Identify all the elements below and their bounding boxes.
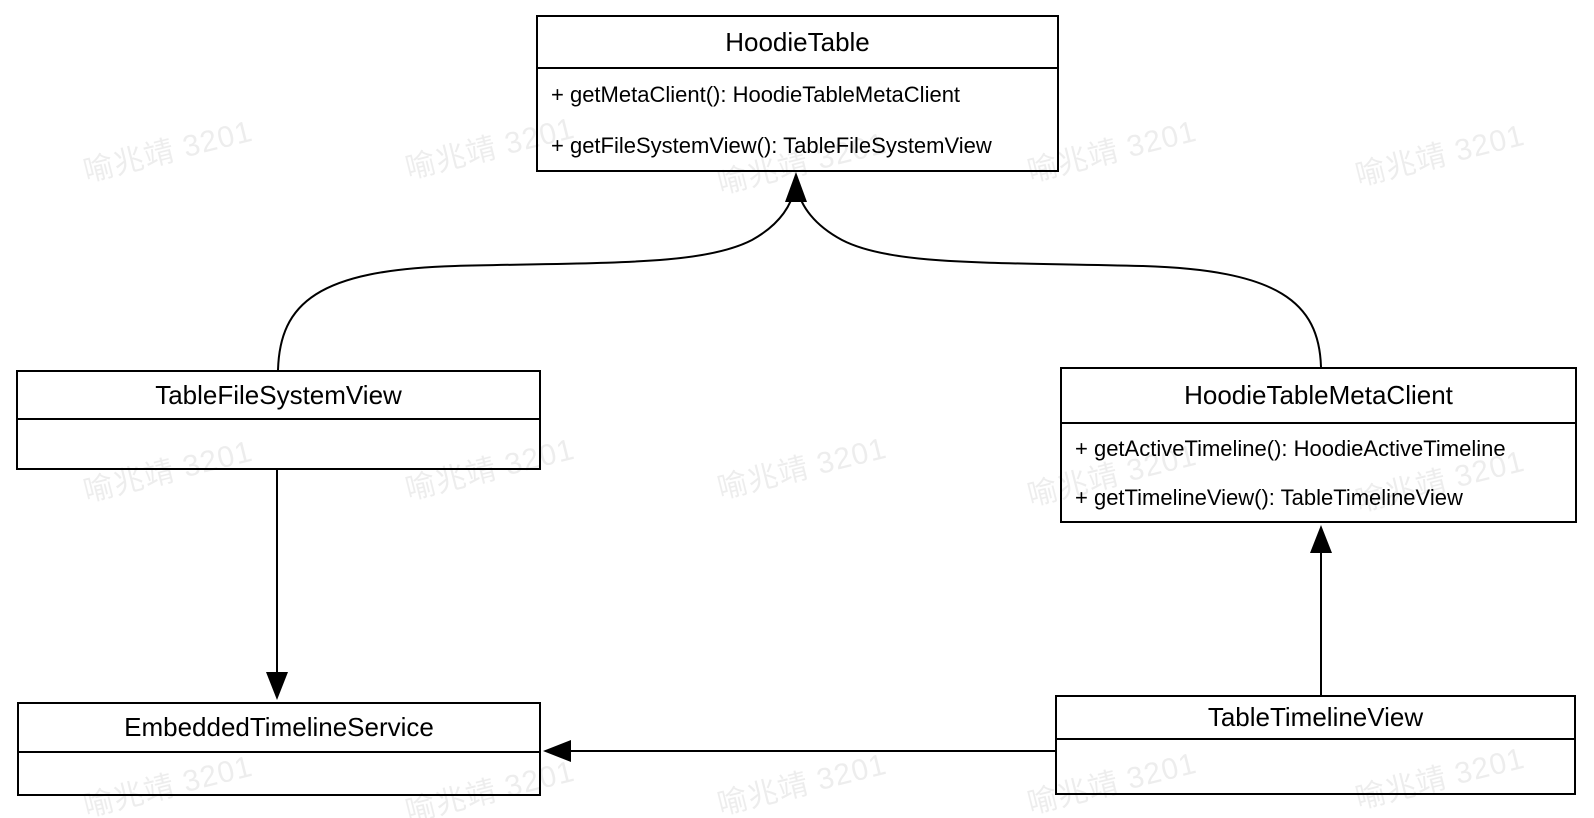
class-embedded-timeline-service: EmbeddedTimelineService — [17, 702, 541, 796]
class-hoodie-table-meta-client: HoodieTableMetaClient + getActiveTimelin… — [1060, 367, 1577, 523]
class-body-table-timeline-view — [1057, 740, 1574, 793]
relation-tablefilesystemview-to-hoodietable — [277, 187, 796, 371]
arrowhead-up-hoodietablemetaclient — [1310, 525, 1332, 553]
arrowhead-down-embeddedtimelineservice — [266, 672, 288, 700]
class-hoodie-table: HoodieTable + getMetaClient(): HoodieTab… — [536, 15, 1059, 172]
class-table-file-system-view: TableFileSystemView — [16, 370, 541, 470]
method-get-active-timeline: + getActiveTimeline(): HoodieActiveTimel… — [1075, 435, 1506, 461]
class-title-hoodie-table-meta-client: HoodieTableMetaClient — [1062, 369, 1575, 424]
class-title-hoodie-table: HoodieTable — [538, 17, 1057, 69]
class-body-table-file-system-view — [18, 420, 539, 468]
relation-hoodietablemetaclient-to-hoodietable — [796, 187, 1322, 368]
class-body-hoodie-table: + getMetaClient(): HoodieTableMetaClient… — [538, 69, 1057, 170]
method-get-timeline-view: + getTimelineView(): TableTimelineView — [1075, 484, 1463, 510]
class-title-table-file-system-view: TableFileSystemView — [18, 372, 539, 420]
watermark-text: 喻兆靖 3201 — [80, 114, 257, 189]
arrowhead-up-hoodietable — [785, 172, 807, 202]
class-title-table-timeline-view: TableTimelineView — [1057, 697, 1574, 740]
watermark-text: 喻兆靖 3201 — [714, 747, 891, 818]
class-body-hoodie-table-meta-client: + getActiveTimeline(): HoodieActiveTimel… — [1062, 424, 1575, 521]
class-title-embedded-timeline-service: EmbeddedTimelineService — [19, 704, 539, 753]
class-table-timeline-view: TableTimelineView — [1055, 695, 1576, 795]
method-get-file-system-view: + getFileSystemView(): TableFileSystemVi… — [551, 132, 992, 158]
watermark-text: 喻兆靖 3201 — [1352, 118, 1529, 193]
method-get-meta-client: + getMetaClient(): HoodieTableMetaClient — [551, 81, 961, 107]
class-body-embedded-timeline-service — [19, 753, 539, 794]
watermark-text: 喻兆靖 3201 — [714, 431, 891, 506]
arrowhead-left-embeddedtimelineservice — [543, 740, 571, 762]
